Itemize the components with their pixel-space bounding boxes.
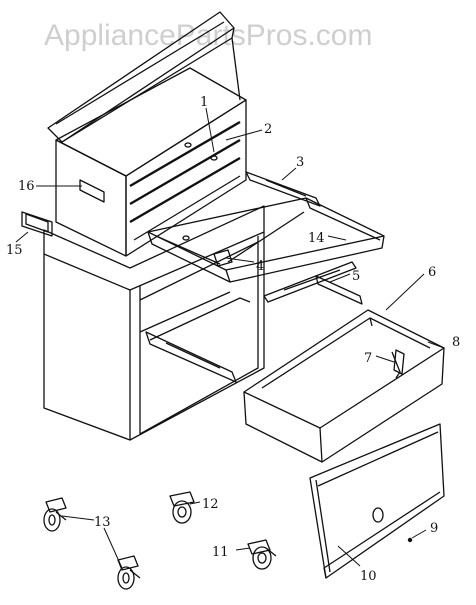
top-chest	[47, 11, 247, 257]
callout-13: 13	[94, 515, 111, 530]
callout-12: 12	[202, 497, 219, 512]
door-panel	[309, 423, 445, 579]
shallow-drawer	[147, 197, 385, 283]
callout-9: 9	[430, 521, 438, 536]
watermark: AppliancePartsPros.com	[44, 19, 372, 52]
callout-16: 16	[18, 179, 35, 194]
casters	[43, 491, 277, 590]
bottom-cabinet	[21, 205, 265, 441]
callout-6: 6	[428, 265, 436, 280]
drawer-slides	[245, 171, 363, 305]
callout-11: 11	[212, 545, 229, 560]
callout-labels: 1 2 3 4 5 6 7 8 9 10 11 12 13 14 15 16	[6, 95, 460, 584]
callout-7: 7	[364, 351, 372, 366]
callout-5: 5	[352, 269, 360, 284]
callout-leaders	[15, 107, 445, 569]
deep-drawer	[243, 309, 445, 463]
callout-15: 15	[6, 243, 23, 258]
callout-10: 10	[360, 569, 377, 584]
callout-14: 14	[308, 231, 325, 246]
callout-8: 8	[452, 335, 460, 350]
callout-3: 3	[296, 155, 304, 170]
callout-1: 1	[200, 95, 208, 110]
callout-4: 4	[256, 259, 264, 274]
callout-2: 2	[264, 122, 272, 137]
